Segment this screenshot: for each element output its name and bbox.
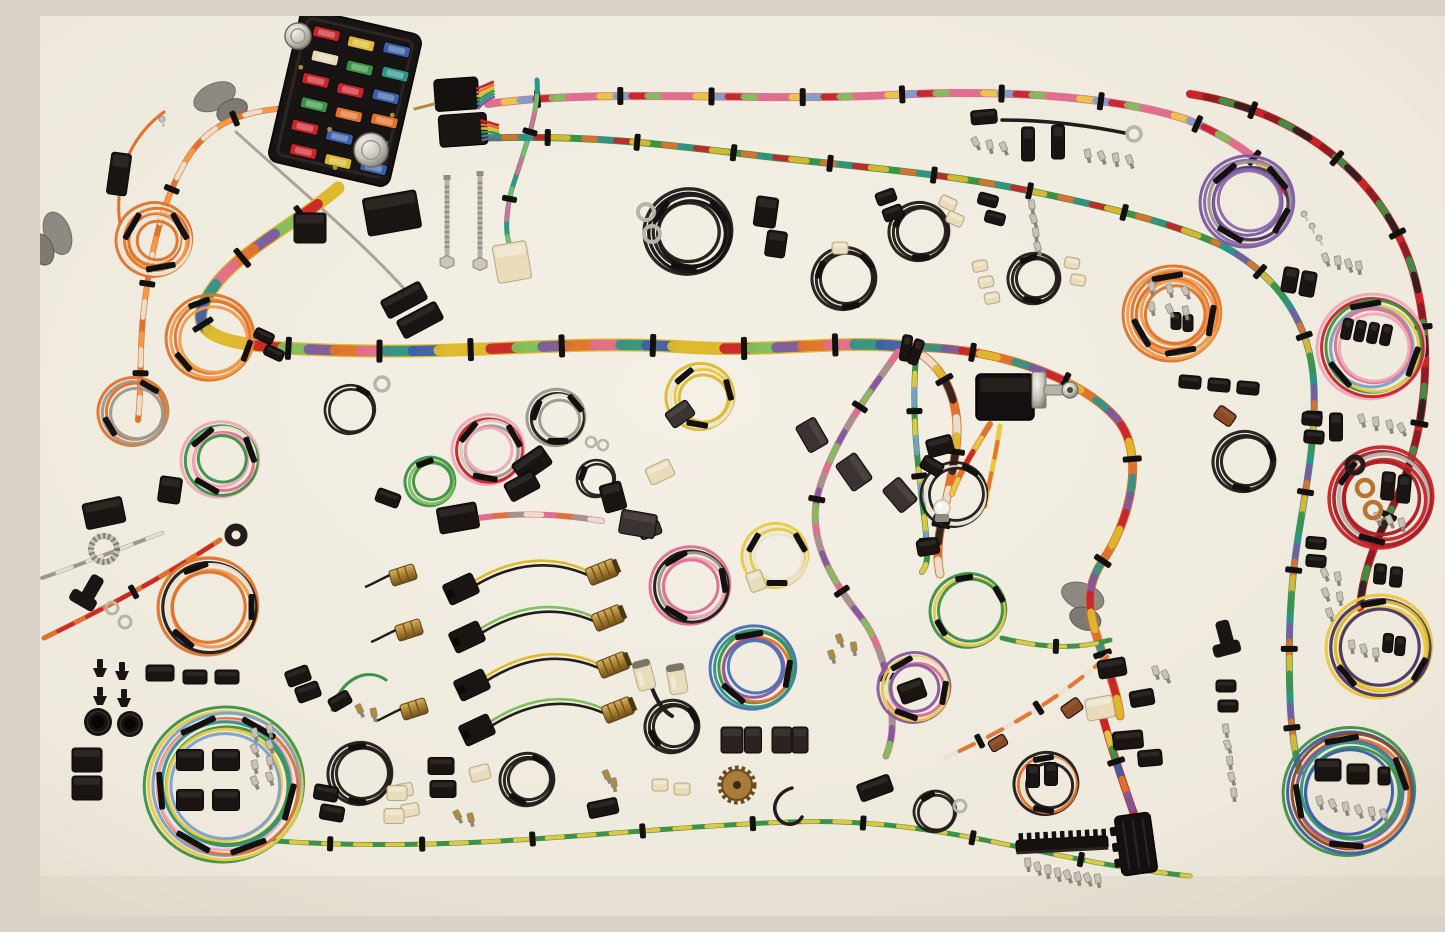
main-dash-harness bbox=[192, 181, 915, 363]
orange-gray-loop bbox=[96, 376, 170, 447]
green-yellow-loop bbox=[928, 572, 1008, 649]
edge-clip bbox=[40, 211, 73, 266]
mounting-bolts bbox=[439, 171, 488, 271]
bulkhead-connector bbox=[413, 76, 501, 148]
teal-drop-lead bbox=[501, 77, 540, 253]
dome-lamp-loop bbox=[643, 698, 701, 755]
silver-ring-terminals bbox=[104, 125, 1143, 814]
dome-bulb bbox=[933, 499, 951, 522]
pink-red-gray-coil bbox=[450, 413, 526, 486]
firewall-grommets bbox=[84, 708, 143, 737]
red-battery-coil bbox=[1327, 445, 1435, 550]
circuit-breaker-small bbox=[284, 22, 312, 50]
blue-green-orange-coil bbox=[708, 624, 798, 711]
gray-coil bbox=[525, 387, 587, 448]
black-connectors-topleft bbox=[106, 151, 422, 244]
left-gray-white-pair bbox=[40, 531, 164, 580]
gray-diagonal-lead bbox=[234, 130, 416, 302]
white-orange-diagonal bbox=[942, 653, 1111, 761]
rubber-elbow-boot bbox=[69, 574, 104, 612]
black-loop-bottom-mid bbox=[498, 751, 556, 808]
wiring-harness-kit-photo bbox=[40, 16, 1445, 916]
top-pink-harness bbox=[484, 84, 1292, 198]
black-shell-squares bbox=[720, 726, 809, 754]
big-bottom-left-coil bbox=[142, 705, 306, 864]
pink-multi-coil-right bbox=[1315, 292, 1427, 401]
green-loop-small bbox=[403, 455, 457, 508]
headlight-switch bbox=[975, 371, 1079, 421]
orange-black-white-coil bbox=[156, 556, 260, 657]
pink-green-coil bbox=[179, 420, 261, 499]
purple-coil-right bbox=[1198, 154, 1296, 249]
black-jumper-wire bbox=[1000, 118, 1127, 135]
hook-wire bbox=[773, 786, 804, 826]
black-loop-white-conn bbox=[810, 245, 878, 312]
pigtail-crossover bbox=[475, 511, 605, 524]
multi-pin-strip-connector bbox=[1015, 828, 1109, 855]
black-connectors-midleft bbox=[81, 281, 444, 530]
black-connectors-bottomleft bbox=[71, 664, 620, 823]
second-horizontal-harness bbox=[484, 128, 1227, 250]
silver-spade-terminals bbox=[249, 136, 1408, 889]
yellow-coil-small bbox=[740, 522, 810, 589]
thin-black-circle bbox=[323, 383, 377, 436]
black-connectors-right bbox=[1096, 266, 1412, 786]
big-bottom-right-coil bbox=[1281, 726, 1417, 857]
dash-light-wedge-sockets bbox=[93, 659, 131, 707]
copper-ring-terminals bbox=[1354, 477, 1384, 521]
left-orange-red-pair bbox=[41, 537, 223, 641]
orange-twin-loop bbox=[164, 293, 256, 382]
circuit-breaker-large bbox=[353, 132, 389, 168]
purple-yellow-coil bbox=[876, 651, 952, 724]
right-edge-descent bbox=[1219, 242, 1323, 776]
brown-fusible-links bbox=[987, 405, 1237, 753]
bulb-socket-pigtail-2 bbox=[448, 604, 628, 654]
orange-white-coil bbox=[114, 201, 194, 278]
bulb-socket-pigtail-3 bbox=[453, 651, 633, 702]
rubber-elbow-boot-right bbox=[1212, 619, 1242, 658]
ignition-connector bbox=[1109, 811, 1158, 877]
green-yellow-tail bbox=[999, 635, 1113, 654]
black-connectors-center bbox=[436, 108, 1065, 802]
spare-brass-sockets bbox=[364, 563, 429, 723]
scene-canvas bbox=[40, 16, 1445, 916]
cream-connectors bbox=[383, 194, 1116, 824]
bulb-socket-pigtail-1 bbox=[442, 558, 622, 606]
bulb-socket-pigtail-4 bbox=[458, 696, 638, 747]
yellow-coil-mid bbox=[664, 362, 736, 431]
floor-green-yellow-pair bbox=[272, 815, 1193, 879]
orange-coil-right bbox=[1121, 264, 1223, 363]
yellow-purple-coil bbox=[1324, 593, 1434, 700]
left-orange-drop bbox=[132, 105, 295, 423]
dimmer-switch-barrel bbox=[88, 533, 120, 565]
ignition-rainbow-fan bbox=[1099, 714, 1138, 818]
ribbed-grommet-wheel bbox=[717, 765, 757, 805]
black-loop-bottom-left bbox=[326, 740, 394, 807]
pink-black-gray-coil bbox=[648, 545, 732, 626]
black-double-loop bbox=[1006, 251, 1062, 306]
black-loop-right bbox=[1211, 429, 1277, 494]
smoke-connectors bbox=[618, 399, 918, 540]
brass-terminals bbox=[354, 633, 858, 828]
gray-mount-bracket bbox=[193, 81, 248, 124]
cream-bulb-sockets bbox=[631, 658, 689, 696]
bullet-terminals bbox=[158, 115, 1324, 246]
black-ring-parts bbox=[224, 454, 1366, 547]
